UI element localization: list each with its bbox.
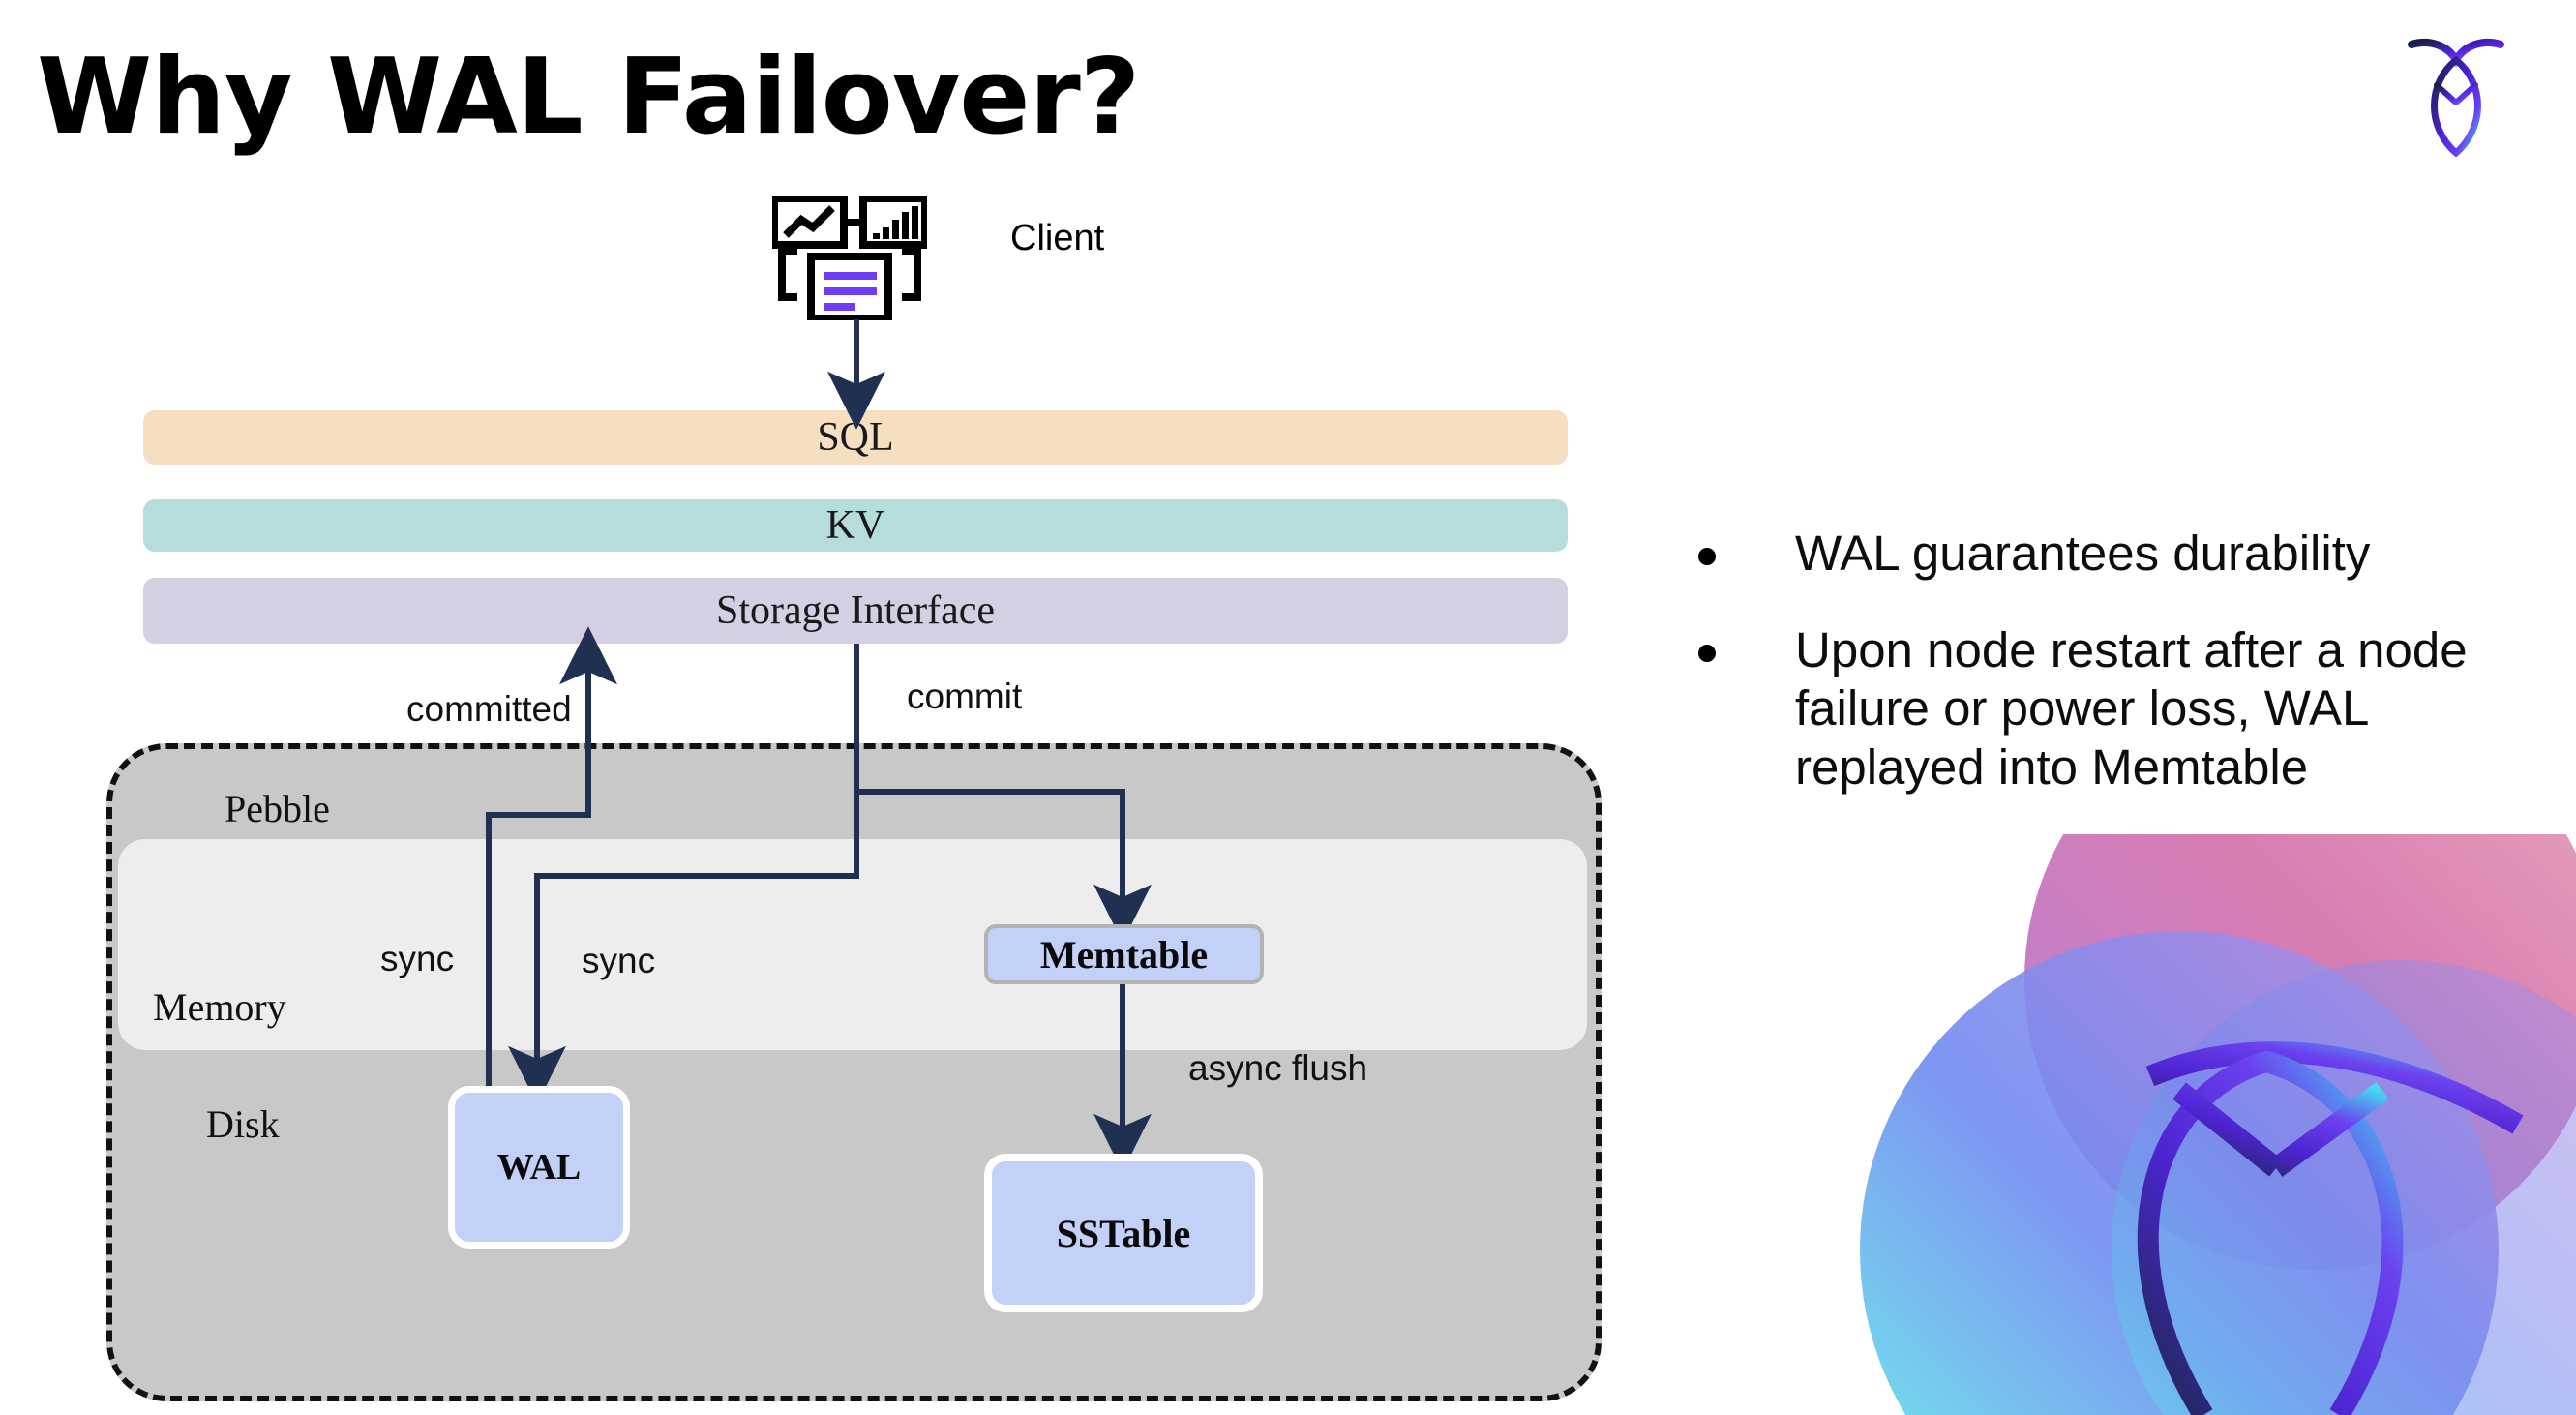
bullet-text: WAL guarantees durability xyxy=(1795,526,2371,581)
disk-label: Disk xyxy=(206,1102,280,1146)
cockroachdb-logo xyxy=(2406,31,2506,158)
layer-label-sql: SQL xyxy=(817,415,894,460)
entity-label-wal: WAL xyxy=(496,1147,582,1188)
bullet-dot-icon xyxy=(1698,548,1716,565)
entity-memtable: Memtable xyxy=(984,924,1264,984)
list-item: Upon node restart after a node failure o… xyxy=(1698,621,2550,797)
bullet-list: WAL guarantees durability Upon node rest… xyxy=(1698,525,2550,835)
client-dashboard-icon xyxy=(770,195,929,322)
memory-container xyxy=(118,839,1587,1050)
memory-label: Memory xyxy=(153,985,286,1029)
client-label: Client xyxy=(1010,218,1105,258)
bullet-dot-icon xyxy=(1698,645,1716,663)
entity-sstable: SSTable xyxy=(984,1154,1263,1312)
page-title: Why WAL Failover? xyxy=(37,37,1140,158)
entity-wal: WAL xyxy=(448,1086,630,1249)
layer-label-storage-interface: Storage Interface xyxy=(716,588,995,633)
decorative-logo-motif xyxy=(1860,834,2576,1415)
layer-bar-storage-interface: Storage Interface xyxy=(143,578,1568,644)
edge-label-sync-2: sync xyxy=(582,941,656,980)
list-item: WAL guarantees durability xyxy=(1698,525,2550,583)
edge-label-sync-1: sync xyxy=(380,939,455,978)
layer-label-kv: KV xyxy=(825,503,885,548)
entity-label-memtable: Memtable xyxy=(1039,932,1209,977)
entity-label-sstable: SSTable xyxy=(1056,1211,1191,1255)
edge-label-async-flush: async flush xyxy=(1188,1048,1368,1088)
bullet-text: Upon node restart after a node failure o… xyxy=(1795,622,2468,795)
edge-label-committed: committed xyxy=(406,689,572,729)
layer-bar-sql: SQL xyxy=(143,410,1568,465)
pebble-label: Pebble xyxy=(225,787,330,830)
edge-label-commit: commit xyxy=(907,677,1023,716)
layer-bar-kv: KV xyxy=(143,499,1568,552)
